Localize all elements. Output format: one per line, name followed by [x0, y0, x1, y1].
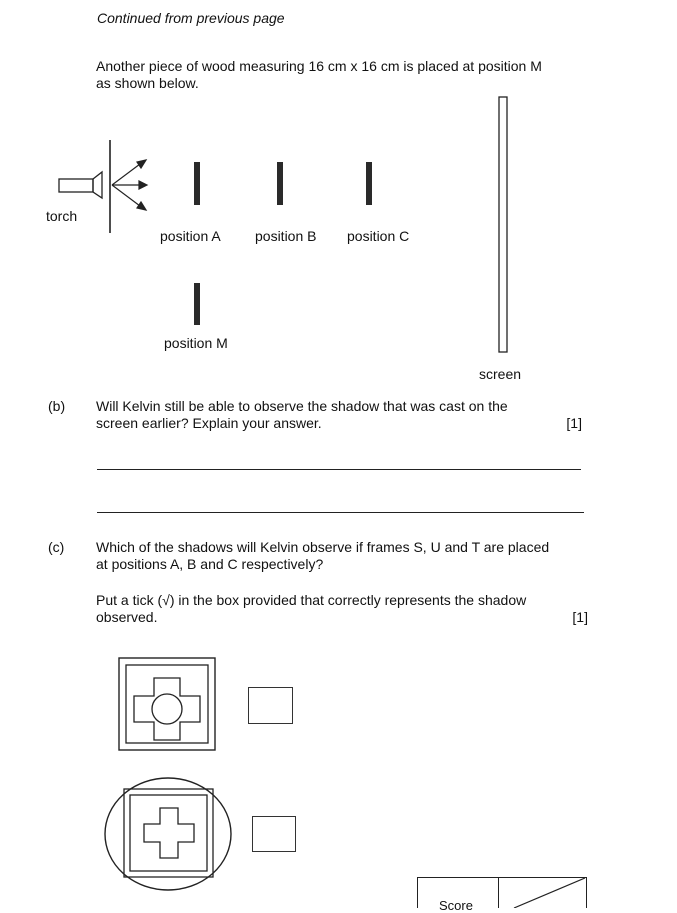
score-box-divider — [498, 878, 499, 908]
position-c-label: position C — [347, 228, 410, 244]
score-label: Score — [439, 898, 473, 913]
question-b-text: Will Kelvin still be able to observe the… — [96, 398, 582, 432]
question-b-marks: [1] — [566, 415, 582, 431]
torch-label: torch — [46, 208, 78, 224]
question-c-instruction-2-row: observed. [1] — [96, 609, 588, 626]
intro-line-2: as shown below. — [96, 75, 199, 91]
question-c-marks: [1] — [572, 609, 588, 625]
question-b-line-2: screen earlier? Explain your answer. — [96, 415, 322, 431]
question-c-text: Which of the shadows will Kelvin observe… — [96, 539, 596, 573]
tick-box-option-1[interactable] — [248, 687, 293, 724]
question-c-instruction-2: observed. — [96, 609, 158, 625]
tick-box-option-2[interactable] — [252, 816, 296, 852]
torch-diagram — [58, 96, 508, 353]
question-b-line-2-row: screen earlier? Explain your answer. [1] — [96, 415, 582, 432]
question-c-line-1: Which of the shadows will Kelvin observe… — [96, 539, 550, 555]
continued-note: Continued from previous page — [97, 10, 285, 26]
question-c-label: (c) — [48, 539, 65, 555]
torch-icon — [58, 140, 111, 233]
question-b-line-1: Will Kelvin still be able to observe the… — [96, 398, 508, 414]
position-m-label: position M — [164, 335, 228, 351]
question-c-line-2: at positions A, B and C respectively? — [96, 556, 324, 572]
shadow-option-1 — [118, 657, 216, 751]
score-box: Score — [417, 877, 587, 913]
answer-line-2[interactable] — [97, 512, 584, 513]
intro-line-1: Another piece of wood measuring 16 cm x … — [96, 58, 542, 74]
score-slash — [513, 878, 586, 908]
wood-position-a — [194, 162, 200, 205]
answer-line-1[interactable] — [97, 469, 581, 470]
question-b-label: (b) — [48, 398, 66, 414]
wood-position-m — [194, 283, 200, 325]
wood-position-c — [366, 162, 372, 205]
screen-board — [498, 96, 508, 353]
shadow-option-2 — [104, 777, 232, 891]
position-a-label: position A — [160, 228, 221, 244]
position-b-label: position B — [255, 228, 317, 244]
wood-position-b — [277, 162, 283, 205]
question-c-instruction: Put a tick (√) in the box provided that … — [96, 592, 588, 626]
screen-label: screen — [479, 366, 522, 382]
question-c-instruction-1: Put a tick (√) in the box provided that … — [96, 592, 527, 608]
light-rays — [111, 159, 149, 211]
intro-paragraph: Another piece of wood measuring 16 cm x … — [96, 58, 596, 92]
